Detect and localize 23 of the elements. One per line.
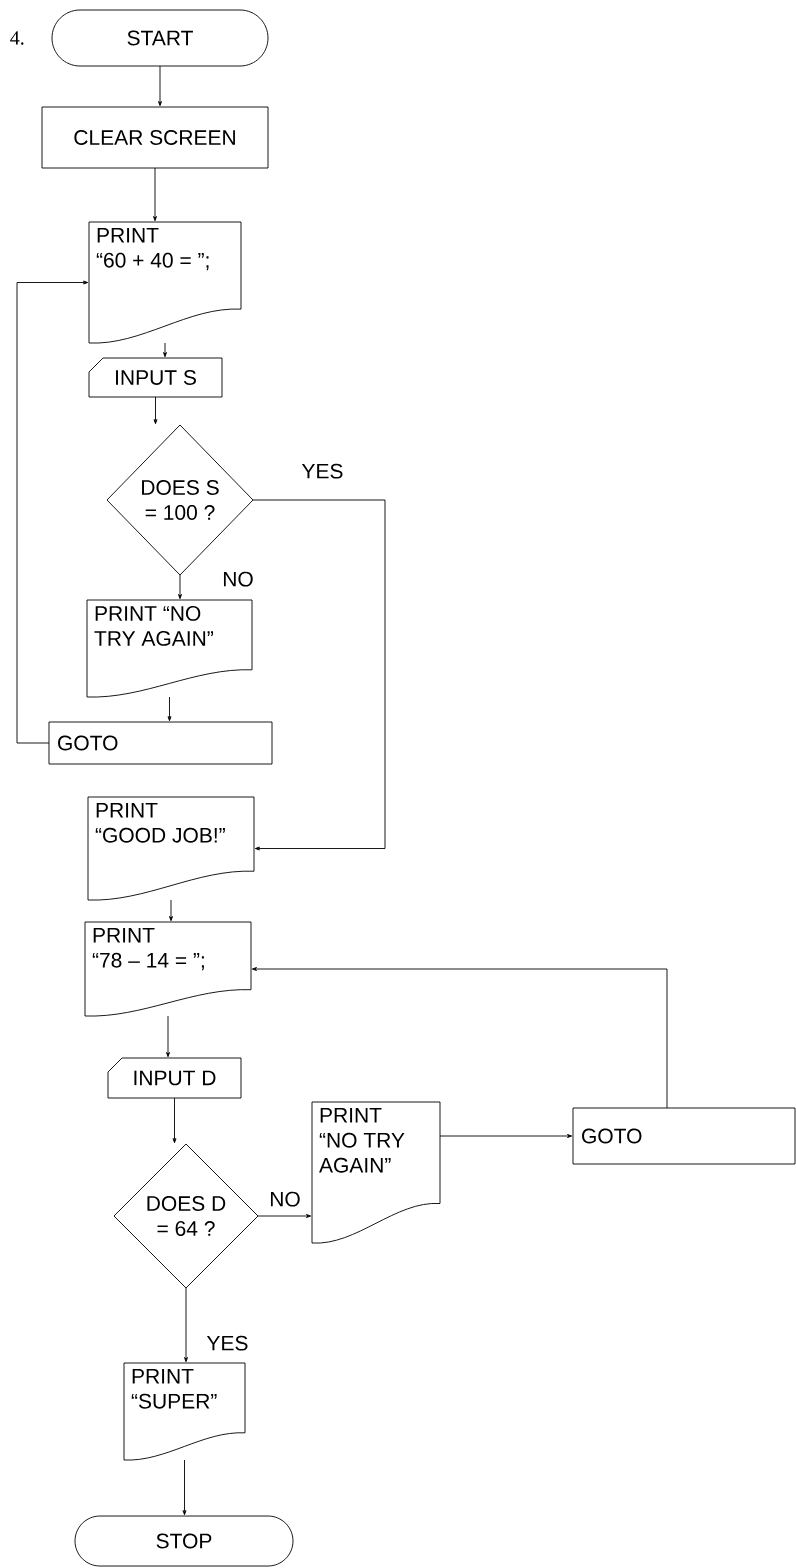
process-box: GOTO: [48, 721, 273, 765]
arrow: [252, 499, 386, 851]
arrow: [439, 1134, 573, 1138]
arrow: [251, 967, 668, 1109]
arrow: [184, 1287, 188, 1363]
edge-label: NO: [268, 1190, 302, 1208]
arrow: [153, 396, 158, 425]
arrow: [16, 280, 89, 744]
arrow: [169, 899, 173, 922]
arrow: [178, 574, 182, 600]
process-box: GOTO: [572, 1107, 796, 1165]
arrow: [166, 1015, 170, 1058]
arrow: [257, 1214, 312, 1218]
arrow: [158, 65, 162, 107]
arrow: [182, 1459, 187, 1516]
arrow: [163, 342, 167, 358]
edge-label: YES: [300, 462, 345, 480]
edge-label: YES: [205, 1334, 250, 1352]
arrow: [167, 696, 172, 722]
figure-number: 4.: [10, 31, 24, 45]
arrow: [172, 1097, 177, 1144]
arrow: [153, 167, 157, 222]
process-box: CLEAR SCREEN: [41, 106, 269, 169]
